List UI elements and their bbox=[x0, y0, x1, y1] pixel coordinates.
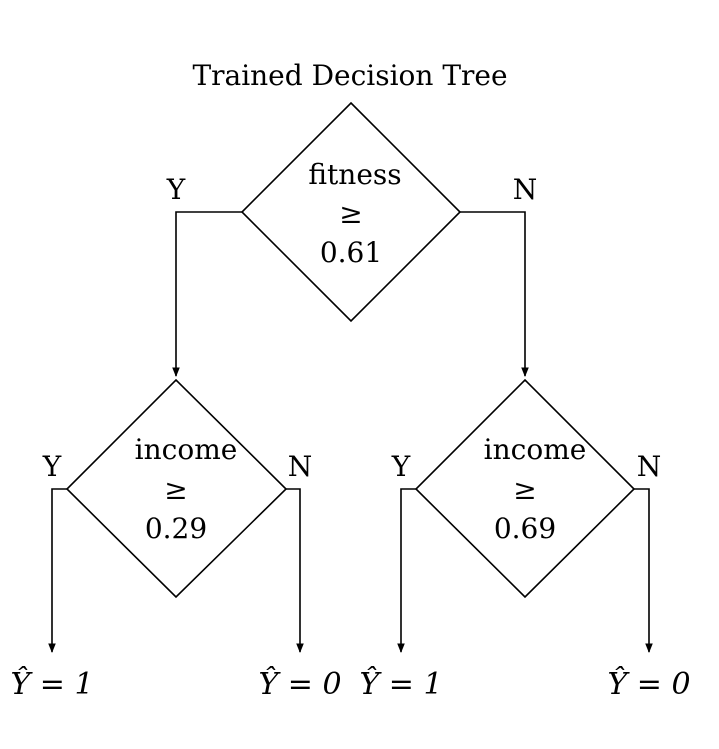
edge-root-no bbox=[460, 211, 529, 377]
root-node-threshold: 0.61 bbox=[320, 236, 382, 269]
right-node-operator: ≥ bbox=[513, 473, 536, 506]
edge-left-no bbox=[286, 488, 304, 653]
root-node-feature: fitness bbox=[308, 158, 401, 191]
leaf-3: Ŷ = 1 bbox=[359, 666, 442, 702]
left-node-feature: income bbox=[135, 433, 238, 466]
left-node: income ≥ 0.29 bbox=[65, 378, 288, 599]
left-no-label: N bbox=[288, 450, 313, 483]
diagram-title: Trained Decision Tree bbox=[192, 59, 507, 92]
right-yes-label: Y bbox=[391, 450, 411, 483]
left-yes-label: Y bbox=[42, 450, 62, 483]
root-node-operator: ≥ bbox=[339, 197, 362, 230]
right-node: income ≥ 0.69 bbox=[414, 378, 636, 599]
root-no-label: N bbox=[513, 173, 538, 206]
leaf-4: Ŷ = 0 bbox=[607, 666, 690, 702]
right-node-feature: income bbox=[484, 433, 587, 466]
right-node-threshold: 0.69 bbox=[494, 512, 556, 545]
edge-root-yes bbox=[172, 211, 242, 377]
right-no-label: N bbox=[637, 450, 662, 483]
left-node-operator: ≥ bbox=[164, 473, 187, 506]
edge-left-yes bbox=[48, 488, 67, 653]
root-yes-label: Y bbox=[166, 173, 186, 206]
leaf-1: Ŷ = 1 bbox=[10, 666, 93, 702]
edge-right-no bbox=[634, 488, 653, 653]
left-node-threshold: 0.29 bbox=[145, 512, 207, 545]
leaf-2: Ŷ = 0 bbox=[258, 666, 341, 702]
root-node: fitness ≥ 0.61 bbox=[240, 101, 462, 323]
edge-right-yes bbox=[397, 488, 416, 653]
